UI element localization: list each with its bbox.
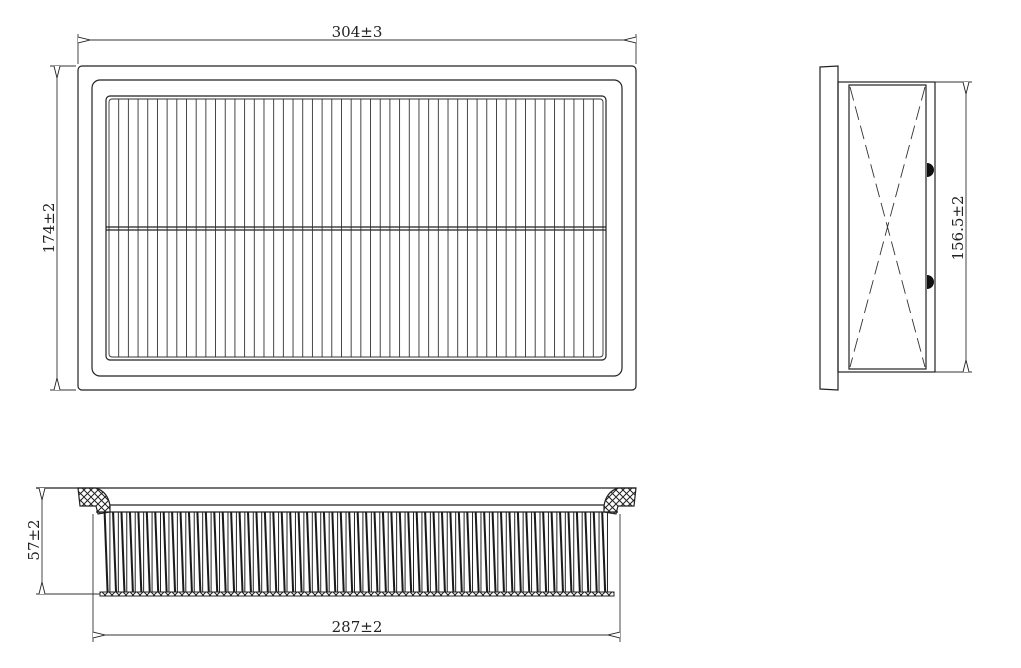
front-view: 57±2 287±2 [25, 487, 637, 642]
pleat-fold [533, 511, 539, 593]
pleat-fold [289, 511, 295, 593]
pleat-fold [373, 511, 379, 593]
pleat-fold [204, 511, 210, 593]
top-view: 304±3 174±2 [40, 23, 637, 391]
outer-frame [77, 65, 637, 391]
depth-dimension: 57±2 [25, 519, 43, 560]
pleat-fold [398, 511, 404, 593]
inner-frame [91, 79, 623, 377]
pleat-fold [550, 511, 556, 593]
pleat-fold [567, 511, 573, 593]
pleat-fold [407, 511, 413, 593]
pleat-fold [187, 511, 193, 593]
pleat-fold [120, 511, 126, 593]
pleat-fold [128, 511, 134, 593]
pleat-fold [474, 511, 480, 593]
clip-dot [927, 163, 934, 177]
pleat-fold [179, 511, 185, 593]
pleat-fold [230, 511, 236, 593]
cross-lines [849, 86, 926, 368]
pleat-fold [449, 511, 455, 593]
pleat-fold [525, 511, 531, 593]
pleat-fold [491, 511, 497, 593]
pleat-fold [162, 511, 168, 593]
pleat-fold [103, 511, 109, 593]
height-dimension: 174±2 [40, 203, 58, 254]
pleat-fold [575, 511, 581, 593]
pleat-area [105, 95, 607, 361]
pleat-fold [196, 511, 202, 593]
seal-right [603, 487, 637, 515]
seal-left [77, 487, 111, 515]
pleat-fold [457, 511, 463, 593]
side-view: 156.5±2 [819, 65, 972, 391]
pleat-fold [601, 511, 607, 593]
side-flange [819, 65, 839, 391]
media-base [99, 591, 615, 597]
pleat-fold [424, 511, 430, 593]
pleat-fold [221, 511, 227, 593]
pleat-fold [314, 511, 320, 593]
pleat-fold [306, 511, 312, 593]
clip-dot [927, 275, 934, 289]
pleat-fold [356, 511, 362, 593]
pleat-fold [440, 511, 446, 593]
media-width-dimension: 287±2 [332, 618, 383, 636]
pleat-fold [246, 511, 252, 593]
pleat-fold [154, 511, 160, 593]
pleat-fold [508, 511, 514, 593]
pleat-fold [145, 511, 151, 593]
pleat-fold [584, 511, 590, 593]
pleat-fold [499, 511, 505, 593]
pleat-fold [322, 511, 328, 593]
pleat-fold [171, 511, 177, 593]
pleat-fold [592, 511, 598, 593]
pleat-fold [339, 511, 345, 593]
pleat-fold [297, 511, 303, 593]
pleat-fold [466, 511, 472, 593]
pleat-fold [331, 511, 337, 593]
pleat-fold [213, 511, 219, 593]
pleat-fold [365, 511, 371, 593]
side-height-dimension: 156.5±2 [949, 195, 967, 260]
pleat-fold [390, 511, 396, 593]
pleat-fold [559, 511, 565, 593]
front-pleats [103, 511, 608, 593]
pleat-fold [263, 511, 269, 593]
side-body [848, 84, 927, 370]
pleat-fold [112, 511, 118, 593]
pleat-fold [415, 511, 421, 593]
pleat-fold [483, 511, 489, 593]
pleat-fold [381, 511, 387, 593]
pleat-fold [542, 511, 548, 593]
pleat-fold [516, 511, 522, 593]
top-pleats [118, 99, 594, 357]
width-dimension: 304±3 [332, 23, 383, 41]
pleat-fold [432, 511, 438, 593]
pleat-fold [272, 511, 278, 593]
pleat-fold [137, 511, 143, 593]
pleat-fold [348, 511, 354, 593]
pleat-fold [255, 511, 261, 593]
pleat-fold [280, 511, 286, 593]
pleat-fold [238, 511, 244, 593]
